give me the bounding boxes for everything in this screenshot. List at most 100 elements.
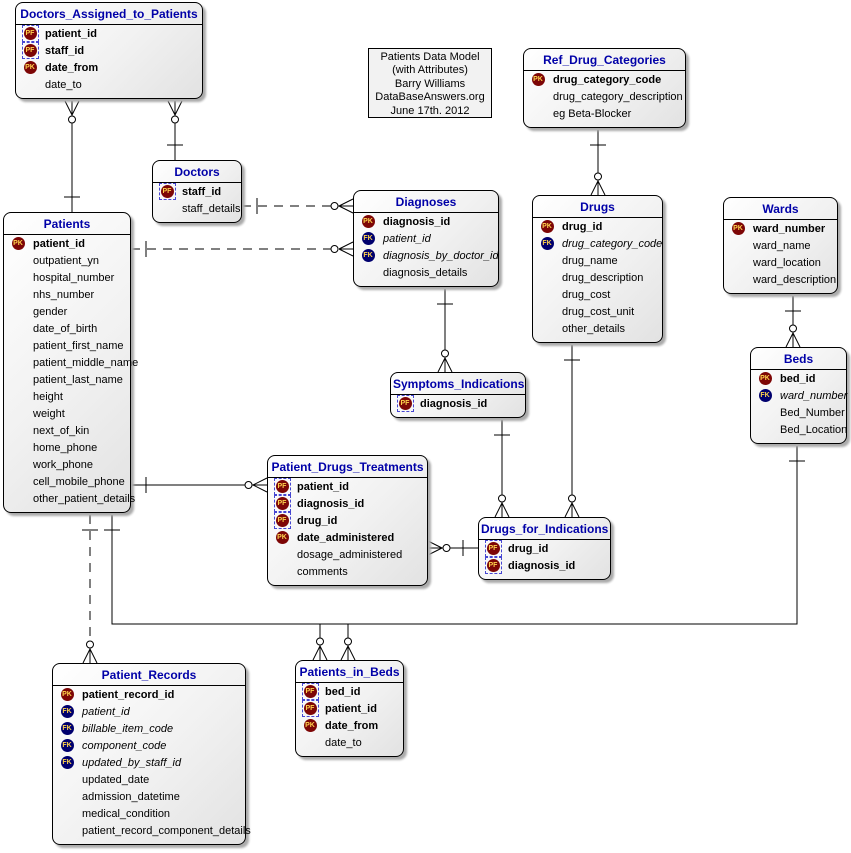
attribute-row[interactable]: comments — [268, 563, 427, 580]
attribute-row[interactable]: ward_description — [724, 271, 837, 288]
attribute-row[interactable]: date_to — [16, 76, 202, 93]
key-icon-glyph: PK — [731, 222, 745, 235]
attribute-row[interactable]: nhs_number — [4, 286, 130, 303]
attribute-row[interactable]: weight — [4, 405, 130, 422]
attribute-row[interactable]: PK date_administered — [268, 529, 427, 546]
key-icon-cell: PK — [728, 221, 748, 236]
attribute-label: diagnosis_id — [383, 215, 451, 228]
attribute-row[interactable]: patient_record_component_details — [53, 822, 251, 839]
key-icon-glyph: FK — [60, 722, 74, 735]
attribute-row[interactable]: date_to — [296, 734, 403, 751]
attribute-row[interactable]: updated_date — [53, 771, 245, 788]
attribute-row[interactable]: hospital_number — [4, 269, 130, 286]
attribute-row[interactable]: drug_name — [533, 252, 662, 269]
attribute-row[interactable]: cell_mobile_phone — [4, 473, 130, 490]
attribute-row[interactable]: admission_datetime — [53, 788, 245, 805]
attribute-row[interactable]: drug_cost_unit — [533, 303, 662, 320]
key-icon-cell: FK — [358, 231, 378, 246]
attribute-label: patient_id — [82, 705, 130, 718]
primary-key-icon: PK — [60, 687, 75, 702]
attribute-row[interactable]: drug_description — [533, 269, 662, 286]
attribute-row[interactable]: date_of_birth — [4, 320, 130, 337]
attribute-row[interactable]: patient_last_name — [4, 371, 130, 388]
attribute-row[interactable]: ward_name — [724, 237, 837, 254]
attribute-row[interactable]: other_patient_details — [4, 490, 135, 507]
key-icon-cell: PK — [272, 530, 292, 545]
attribute-row[interactable]: eg Beta-Blocker — [524, 105, 685, 122]
attribute-row[interactable]: patient_first_name — [4, 337, 130, 354]
attribute-label: diagnosis_id — [508, 559, 576, 572]
attribute-row[interactable]: patient_middle_name — [4, 354, 138, 371]
attribute-label: updated_date — [82, 773, 150, 786]
attribute-row[interactable]: staff_details — [153, 200, 241, 217]
attribute-row[interactable]: gender — [4, 303, 130, 320]
attribute-row[interactable]: work_phone — [4, 456, 130, 473]
attribute-row[interactable]: Bed_Number — [751, 404, 846, 421]
attribute-label: drug_cost_unit — [562, 305, 635, 318]
attribute-label: drug_description — [562, 271, 644, 284]
attribute-row[interactable]: next_of_kin — [4, 422, 130, 439]
note-line: DataBaseAnswers.org — [375, 91, 485, 104]
key-icon-cell: PF — [483, 557, 503, 574]
primary-foreign-key-icon: PF — [484, 557, 502, 574]
attribute-row[interactable]: diagnosis_details — [354, 264, 498, 281]
attribute-row[interactable]: medical_condition — [53, 805, 245, 822]
attribute-row[interactable]: home_phone — [4, 439, 130, 456]
attribute-row[interactable]: ward_location — [724, 254, 837, 271]
attribute-row[interactable]: drug_cost — [533, 286, 662, 303]
attribute-row[interactable]: Bed_Location — [751, 421, 847, 438]
attribute-row[interactable]: drug_category_description — [524, 88, 685, 105]
attribute-row[interactable]: outpatient_yn — [4, 252, 130, 269]
key-icon-glyph: PK — [531, 73, 545, 86]
attribute-label: diagnosis_details — [383, 266, 468, 279]
attribute-row[interactable]: PF diagnosis_id — [479, 557, 610, 574]
attribute-row[interactable]: other_details — [533, 320, 662, 337]
key-icon-glyph: PK — [303, 719, 317, 732]
attribute-row[interactable]: height — [4, 388, 130, 405]
attribute-row[interactable]: dosage_administered — [268, 546, 427, 563]
attribute-label: Bed_Number — [780, 406, 845, 419]
attribute-label: date_administered — [297, 531, 395, 544]
